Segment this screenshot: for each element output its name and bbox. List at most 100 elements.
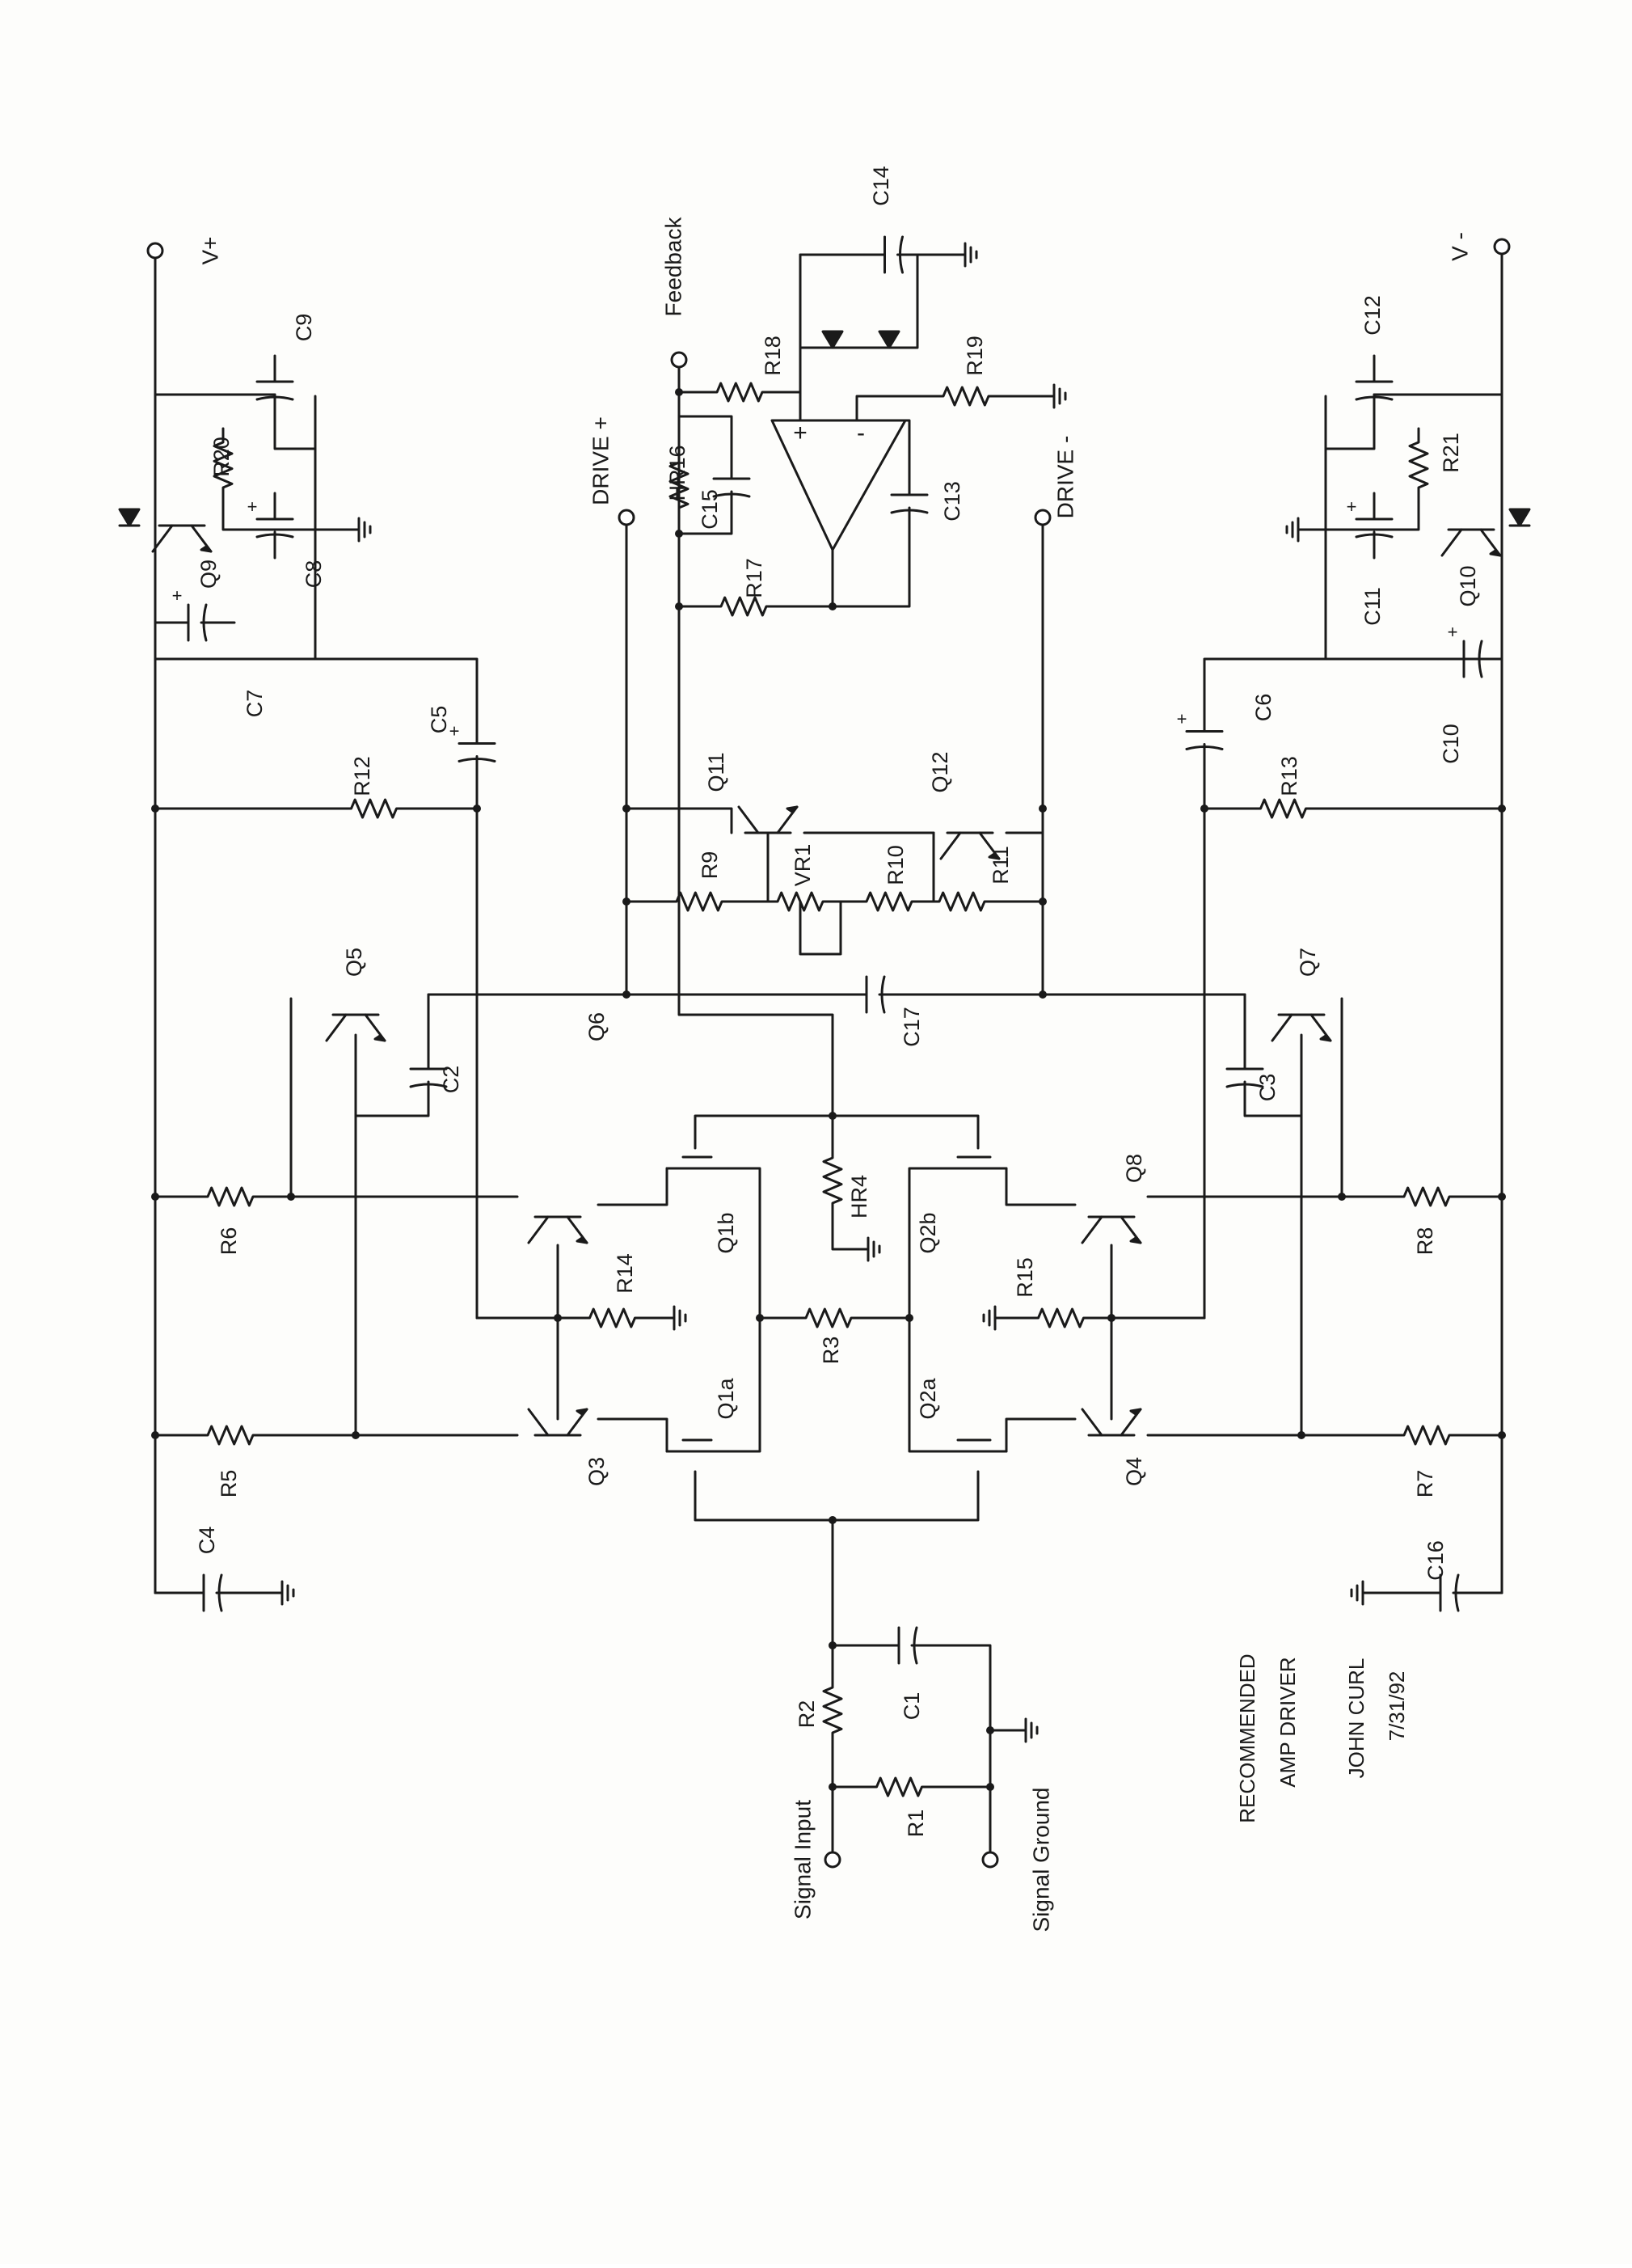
wire — [928, 1644, 992, 1861]
label-r13: R13 — [1277, 756, 1301, 796]
transistor-symbol — [737, 805, 799, 834]
label-r9: R9 — [698, 851, 722, 880]
label-hr4: HR4 — [847, 1175, 871, 1218]
wire — [831, 1745, 871, 1789]
resistor-symbol — [668, 451, 689, 519]
transistor-symbol — [939, 831, 1001, 860]
junction-dot — [829, 1112, 837, 1120]
resistor-symbol — [1401, 1425, 1453, 1446]
label-r3: R3 — [819, 1337, 843, 1365]
junction-dot — [1338, 1193, 1346, 1201]
wire — [726, 1167, 761, 1421]
wire — [154, 393, 317, 450]
ground-symbol — [346, 517, 372, 543]
terminal-circle — [670, 351, 688, 369]
diode-symbol — [878, 330, 900, 349]
label-q9: Q9 — [196, 560, 221, 589]
terminal-label-drive: DRIVE - — [1052, 436, 1077, 519]
wire — [1243, 1033, 1303, 1117]
capacitor-symbol — [890, 451, 929, 551]
label-c16: C16 — [1423, 1540, 1448, 1581]
resistor-zigzag — [774, 891, 826, 912]
resistor-zigzag — [920, 386, 1012, 407]
resistor-symbol — [1255, 798, 1311, 819]
label-r20: R20 — [209, 437, 234, 477]
wire — [221, 500, 349, 531]
label-c17: C17 — [900, 1007, 924, 1047]
resistor-symbol — [1408, 427, 1429, 503]
capacitor-symbol — [255, 354, 294, 422]
resistor-symbol — [774, 891, 826, 912]
label-c11: C11 — [1360, 587, 1385, 626]
author-label: JOHN CURL — [1344, 1658, 1368, 1779]
title-line-1: RECOMMENDED — [1235, 1653, 1259, 1822]
resistor-zigzag — [205, 1425, 256, 1446]
label-c3: C3 — [1255, 1074, 1280, 1102]
transistor-symbol — [527, 1408, 588, 1437]
junction-dot — [1498, 1431, 1506, 1439]
junction-dot — [1107, 1314, 1115, 1322]
resistor-zigzag — [1408, 427, 1429, 503]
wire — [677, 415, 733, 454]
transistor-symbol — [1271, 1013, 1332, 1042]
resistor-symbol — [346, 798, 402, 819]
label-q10: Q10 — [1456, 565, 1480, 606]
resistor-symbol — [822, 1672, 843, 1748]
resistor-symbol — [920, 386, 1012, 407]
label-r6: R6 — [217, 1227, 241, 1256]
ground-symbol — [1285, 517, 1311, 543]
ground-symbol — [1041, 383, 1067, 409]
junction-dot — [986, 1726, 994, 1734]
label-q6: Q6 — [584, 1012, 609, 1041]
diode-symbol — [1508, 508, 1531, 527]
label-q4: Q4 — [1122, 1457, 1146, 1486]
label-c15: C15 — [698, 489, 722, 530]
label-q5: Q5 — [342, 948, 366, 977]
resistor-symbol — [677, 382, 802, 403]
wire — [597, 1167, 668, 1206]
resistor-zigzag — [213, 427, 234, 503]
terminal-label-v: V - — [1447, 232, 1472, 261]
resistor-zigzag — [205, 1186, 256, 1207]
resistor-symbol — [822, 1147, 843, 1214]
resistor-zigzag — [677, 382, 802, 403]
wire — [1324, 393, 1503, 450]
resistor-zigzag — [710, 596, 778, 617]
title-line-2: AMP DRIVER — [1276, 1657, 1300, 1787]
wire — [677, 516, 733, 535]
resistor-symbol — [673, 891, 725, 912]
resistor-symbol — [584, 1307, 640, 1328]
label-q2b: Q2b — [916, 1212, 940, 1253]
resistor-symbol — [936, 891, 988, 912]
electrolytic-capacitor-symbol: + — [247, 492, 294, 560]
wire — [916, 253, 955, 268]
label-q1b: Q1b — [714, 1212, 738, 1253]
resistor-zigzag — [1033, 1307, 1089, 1328]
wire — [726, 1417, 761, 1453]
junction-dot — [622, 990, 630, 999]
label-r1: R1 — [904, 1810, 928, 1838]
label-c14: C14 — [869, 166, 893, 206]
capacitor-symbol — [1355, 354, 1394, 422]
svg-text:+: + — [247, 496, 258, 517]
junction-dot — [352, 1431, 360, 1439]
resistor-symbol — [799, 1307, 858, 1328]
label-c1: C1 — [900, 1692, 924, 1721]
wire — [354, 1033, 430, 1117]
wire — [625, 807, 733, 834]
label-r7: R7 — [1413, 1470, 1437, 1498]
wire — [908, 1167, 943, 1421]
label-c8: C8 — [302, 560, 326, 589]
resistor-zigzag — [1401, 1425, 1453, 1446]
label-r10: R10 — [883, 845, 908, 885]
wire — [154, 395, 317, 661]
resistor-zigzag — [584, 1307, 640, 1328]
label-r11: R11 — [989, 846, 1013, 885]
wire — [1308, 500, 1420, 531]
junction-dot — [829, 1641, 837, 1649]
capacitor-symbol — [847, 975, 899, 1014]
wire — [908, 1417, 943, 1453]
terminal-circle — [618, 509, 635, 526]
